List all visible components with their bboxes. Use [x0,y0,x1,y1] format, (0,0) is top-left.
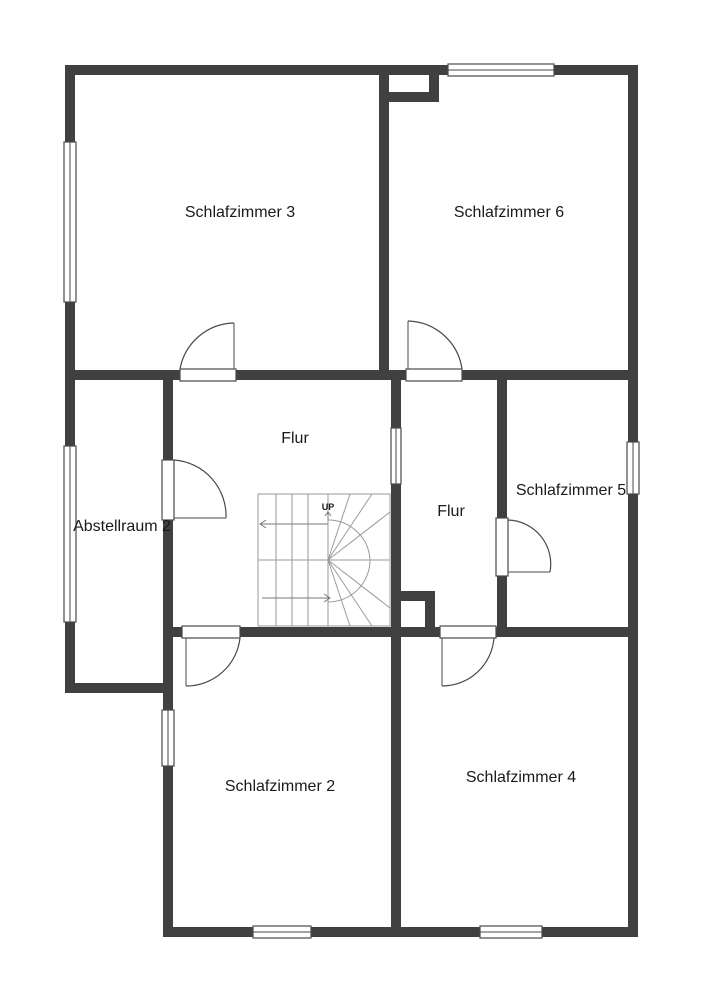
walls [65,65,638,937]
room-label-schlafzimmer-3: Schlafzimmer 3 [185,204,295,221]
window-right-sz5 [626,441,640,495]
room-label-schlafzimmer-2: Schlafzimmer 2 [225,778,335,795]
windows [63,63,640,939]
window-left-sz3 [63,141,77,303]
room-label-flur-left: Flur [281,430,309,447]
window-top-sz6 [447,63,555,77]
door-schlafzimmer-3 [179,322,237,382]
window-left-sz2 [161,709,175,767]
room-label-abstellraum-2: Abstellraum 2 [73,518,171,535]
staircase: UP [257,493,391,627]
room-label-schlafzimmer-5: Schlafzimmer 5 [516,482,626,499]
door-schlafzimmer-6 [405,320,463,382]
window-bottom-sz2 [252,925,312,939]
room-label-schlafzimmer-4: Schlafzimmer 4 [466,769,576,786]
glass-panel-flur [390,427,402,485]
window-bottom-sz4 [479,925,543,939]
door-schlafzimmer-4 [439,625,497,687]
stair-arrow-up [324,511,332,520]
stair-arrow-lower [262,593,331,603]
door-abstellraum-2 [161,459,227,521]
room-label-flur-right: Flur [437,503,465,520]
window-left-abstellraum [63,445,77,623]
stair-arrow-upper [259,519,328,529]
room-label-schlafzimmer-6: Schlafzimmer 6 [454,204,564,221]
shaft-notch [391,591,435,637]
stair-up-label: UP [322,502,335,512]
door-schlafzimmer-2 [181,625,241,687]
door-schlafzimmer-5 [495,517,552,577]
room-labels: Schlafzimmer 3 Schlafzimmer 6 Flur Flur … [73,204,626,795]
chimney-notch [379,65,439,102]
doors [161,320,552,687]
